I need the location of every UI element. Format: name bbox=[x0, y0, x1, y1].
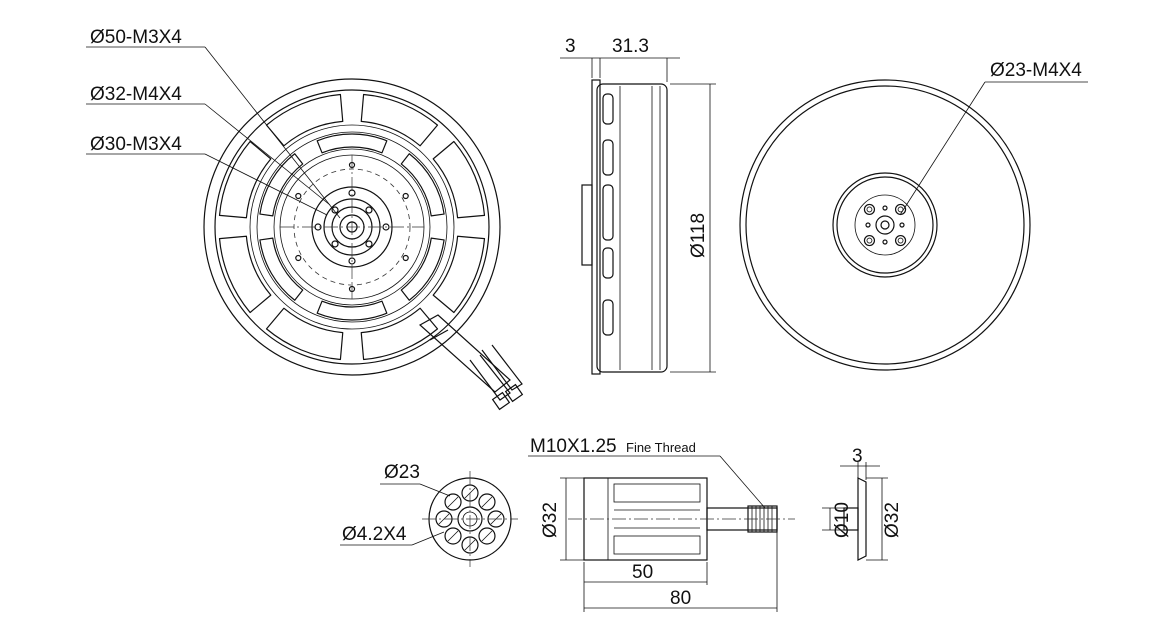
motor-cables bbox=[418, 314, 524, 411]
label-adapter-diameter: Ø32 bbox=[540, 502, 561, 538]
adapter-hole bbox=[444, 527, 462, 545]
hub-hole bbox=[348, 257, 356, 265]
back-hole bbox=[863, 234, 876, 247]
outer-slot bbox=[432, 235, 486, 314]
back-small-hole bbox=[882, 239, 888, 245]
side-slot bbox=[602, 93, 614, 125]
label-back-bolt: Ø23-M4X4 bbox=[990, 60, 1082, 81]
adapter-hole-hatch bbox=[447, 496, 459, 508]
side-view: 3 31.3 Ø118 bbox=[560, 36, 716, 375]
hub-hole bbox=[402, 192, 409, 200]
inner-slot bbox=[259, 153, 304, 217]
adapter-hole bbox=[478, 493, 496, 511]
back-small-hole bbox=[865, 222, 871, 228]
outer-slot bbox=[360, 93, 439, 147]
adapter-hole bbox=[478, 527, 496, 545]
hub-hole bbox=[331, 206, 339, 214]
back-hole-inner bbox=[897, 206, 904, 213]
hub-hole bbox=[382, 223, 390, 231]
inner-slot bbox=[400, 237, 445, 301]
side-slot bbox=[602, 299, 614, 336]
label-shaft-thread: M10X1.25 bbox=[530, 436, 617, 457]
back-hole-inner bbox=[866, 237, 873, 244]
label-washer-thickness: 3 bbox=[852, 446, 863, 467]
outer-slot bbox=[218, 140, 272, 219]
label-shaft-thread-sub: Fine Thread bbox=[626, 440, 696, 455]
outer-slot-group bbox=[218, 93, 486, 361]
label-side-flange: 3 bbox=[565, 36, 576, 57]
back-bolt-holes bbox=[863, 203, 907, 247]
back-hole-inner bbox=[866, 206, 873, 213]
front-view: Ø50-M3X4 Ø32-M4X4 Ø30-M3X4 bbox=[86, 27, 524, 411]
hub-hole bbox=[365, 206, 373, 214]
label-side-diameter: Ø118 bbox=[688, 213, 709, 258]
adapter-hole-hatch bbox=[481, 530, 493, 542]
label-adapter-total-length: 80 bbox=[670, 588, 691, 609]
back-hole bbox=[894, 203, 907, 216]
adapter-hole-hatch bbox=[447, 530, 459, 542]
back-hole bbox=[863, 203, 876, 216]
label-adapter-body-length: 50 bbox=[632, 562, 653, 583]
side-slot bbox=[602, 139, 614, 176]
back-hole bbox=[894, 234, 907, 247]
inner-slot bbox=[316, 300, 388, 321]
label-washer-inner: Ø10 bbox=[832, 502, 853, 538]
label-bolt-50: Ø50-M3X4 bbox=[90, 27, 182, 48]
adapter-front-view: Ø23 Ø4.2X4 bbox=[340, 462, 518, 567]
hub-hole bbox=[331, 240, 339, 248]
back-small-hole bbox=[899, 222, 905, 228]
label-adapter-holes: Ø4.2X4 bbox=[342, 524, 407, 545]
label-bolt-30: Ø30-M3X4 bbox=[90, 134, 182, 155]
label-bolt-32: Ø32-M4X4 bbox=[90, 84, 182, 105]
back-view: Ø23-M4X4 bbox=[739, 60, 1088, 371]
inner-slot bbox=[400, 153, 445, 217]
inner-slot bbox=[259, 237, 304, 301]
back-small-hole bbox=[882, 205, 888, 211]
side-slot bbox=[602, 184, 614, 241]
hub-hole bbox=[365, 240, 373, 248]
outer-slot bbox=[360, 307, 439, 361]
label-side-height: 31.3 bbox=[612, 36, 649, 57]
label-washer-outer: Ø32 bbox=[882, 502, 903, 538]
outer-slot bbox=[218, 235, 272, 314]
side-slot bbox=[602, 247, 614, 279]
inner-slot bbox=[316, 133, 388, 154]
back-hole-inner bbox=[897, 237, 904, 244]
inner-slot-group bbox=[259, 133, 445, 321]
outer-slot bbox=[265, 93, 344, 147]
hub-hole bbox=[295, 192, 302, 200]
adapter-hole-hatch bbox=[481, 496, 493, 508]
hub-hole bbox=[295, 254, 302, 262]
outer-slot bbox=[432, 140, 486, 219]
prop-adapter-side-view: M10X1.25 Fine Thread Ø32 50 80 bbox=[528, 436, 795, 612]
label-adapter-pcd: Ø23 bbox=[384, 462, 420, 483]
outer-slot bbox=[265, 307, 344, 361]
hub-hole bbox=[402, 254, 409, 262]
side-slot-group bbox=[602, 93, 614, 336]
adapter-hole bbox=[444, 493, 462, 511]
washer-view: 3 Ø10 Ø32 bbox=[822, 446, 903, 561]
